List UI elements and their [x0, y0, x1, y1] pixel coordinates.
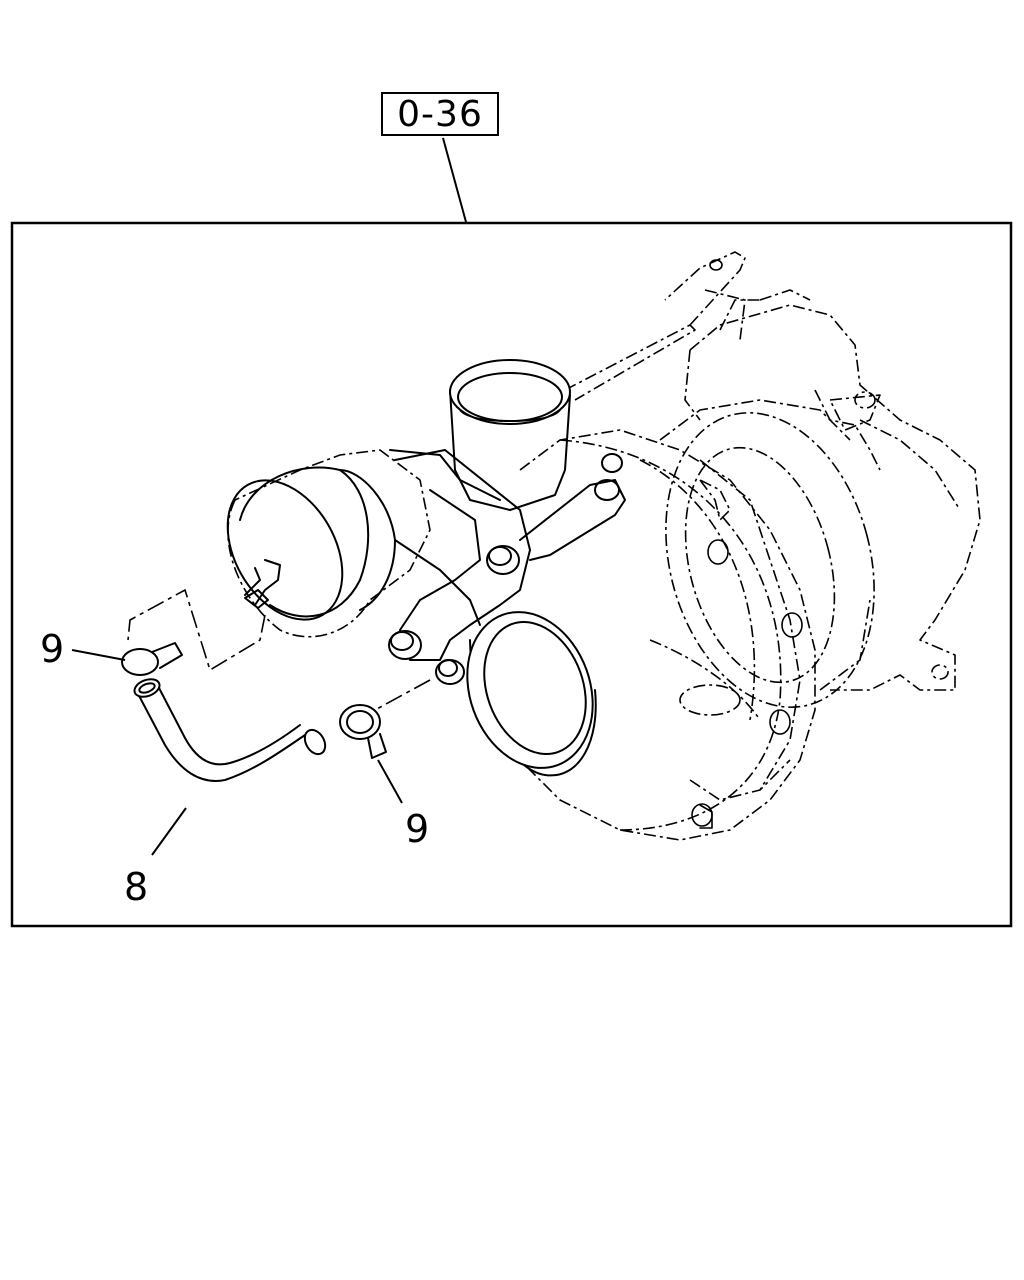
diagram-frame: [10, 221, 1013, 928]
callout-clamp-lower: 9: [405, 807, 430, 851]
callout-clamp-upper: 9: [40, 627, 65, 671]
turbine-housing: [684, 289, 981, 691]
clamp-upper: [121, 642, 183, 676]
callout-hose: 8: [124, 865, 149, 909]
callout-leaders: [71, 649, 403, 856]
compressor-inlet: [466, 611, 597, 777]
mounting-bracket: [394, 449, 626, 661]
actuator-rod: [564, 251, 746, 401]
assembly-lines: [127, 588, 431, 711]
center-housing: [659, 399, 875, 708]
compressor-housing: [519, 429, 816, 841]
reference-leader-line: [442, 137, 467, 223]
bolts: [388, 453, 623, 685]
compressor-outlet: [449, 359, 571, 511]
clamp-lower: [339, 704, 387, 759]
wastegate-actuator: [226, 449, 501, 638]
hose: [133, 678, 327, 782]
reference-code-box: 0-36: [381, 92, 499, 136]
